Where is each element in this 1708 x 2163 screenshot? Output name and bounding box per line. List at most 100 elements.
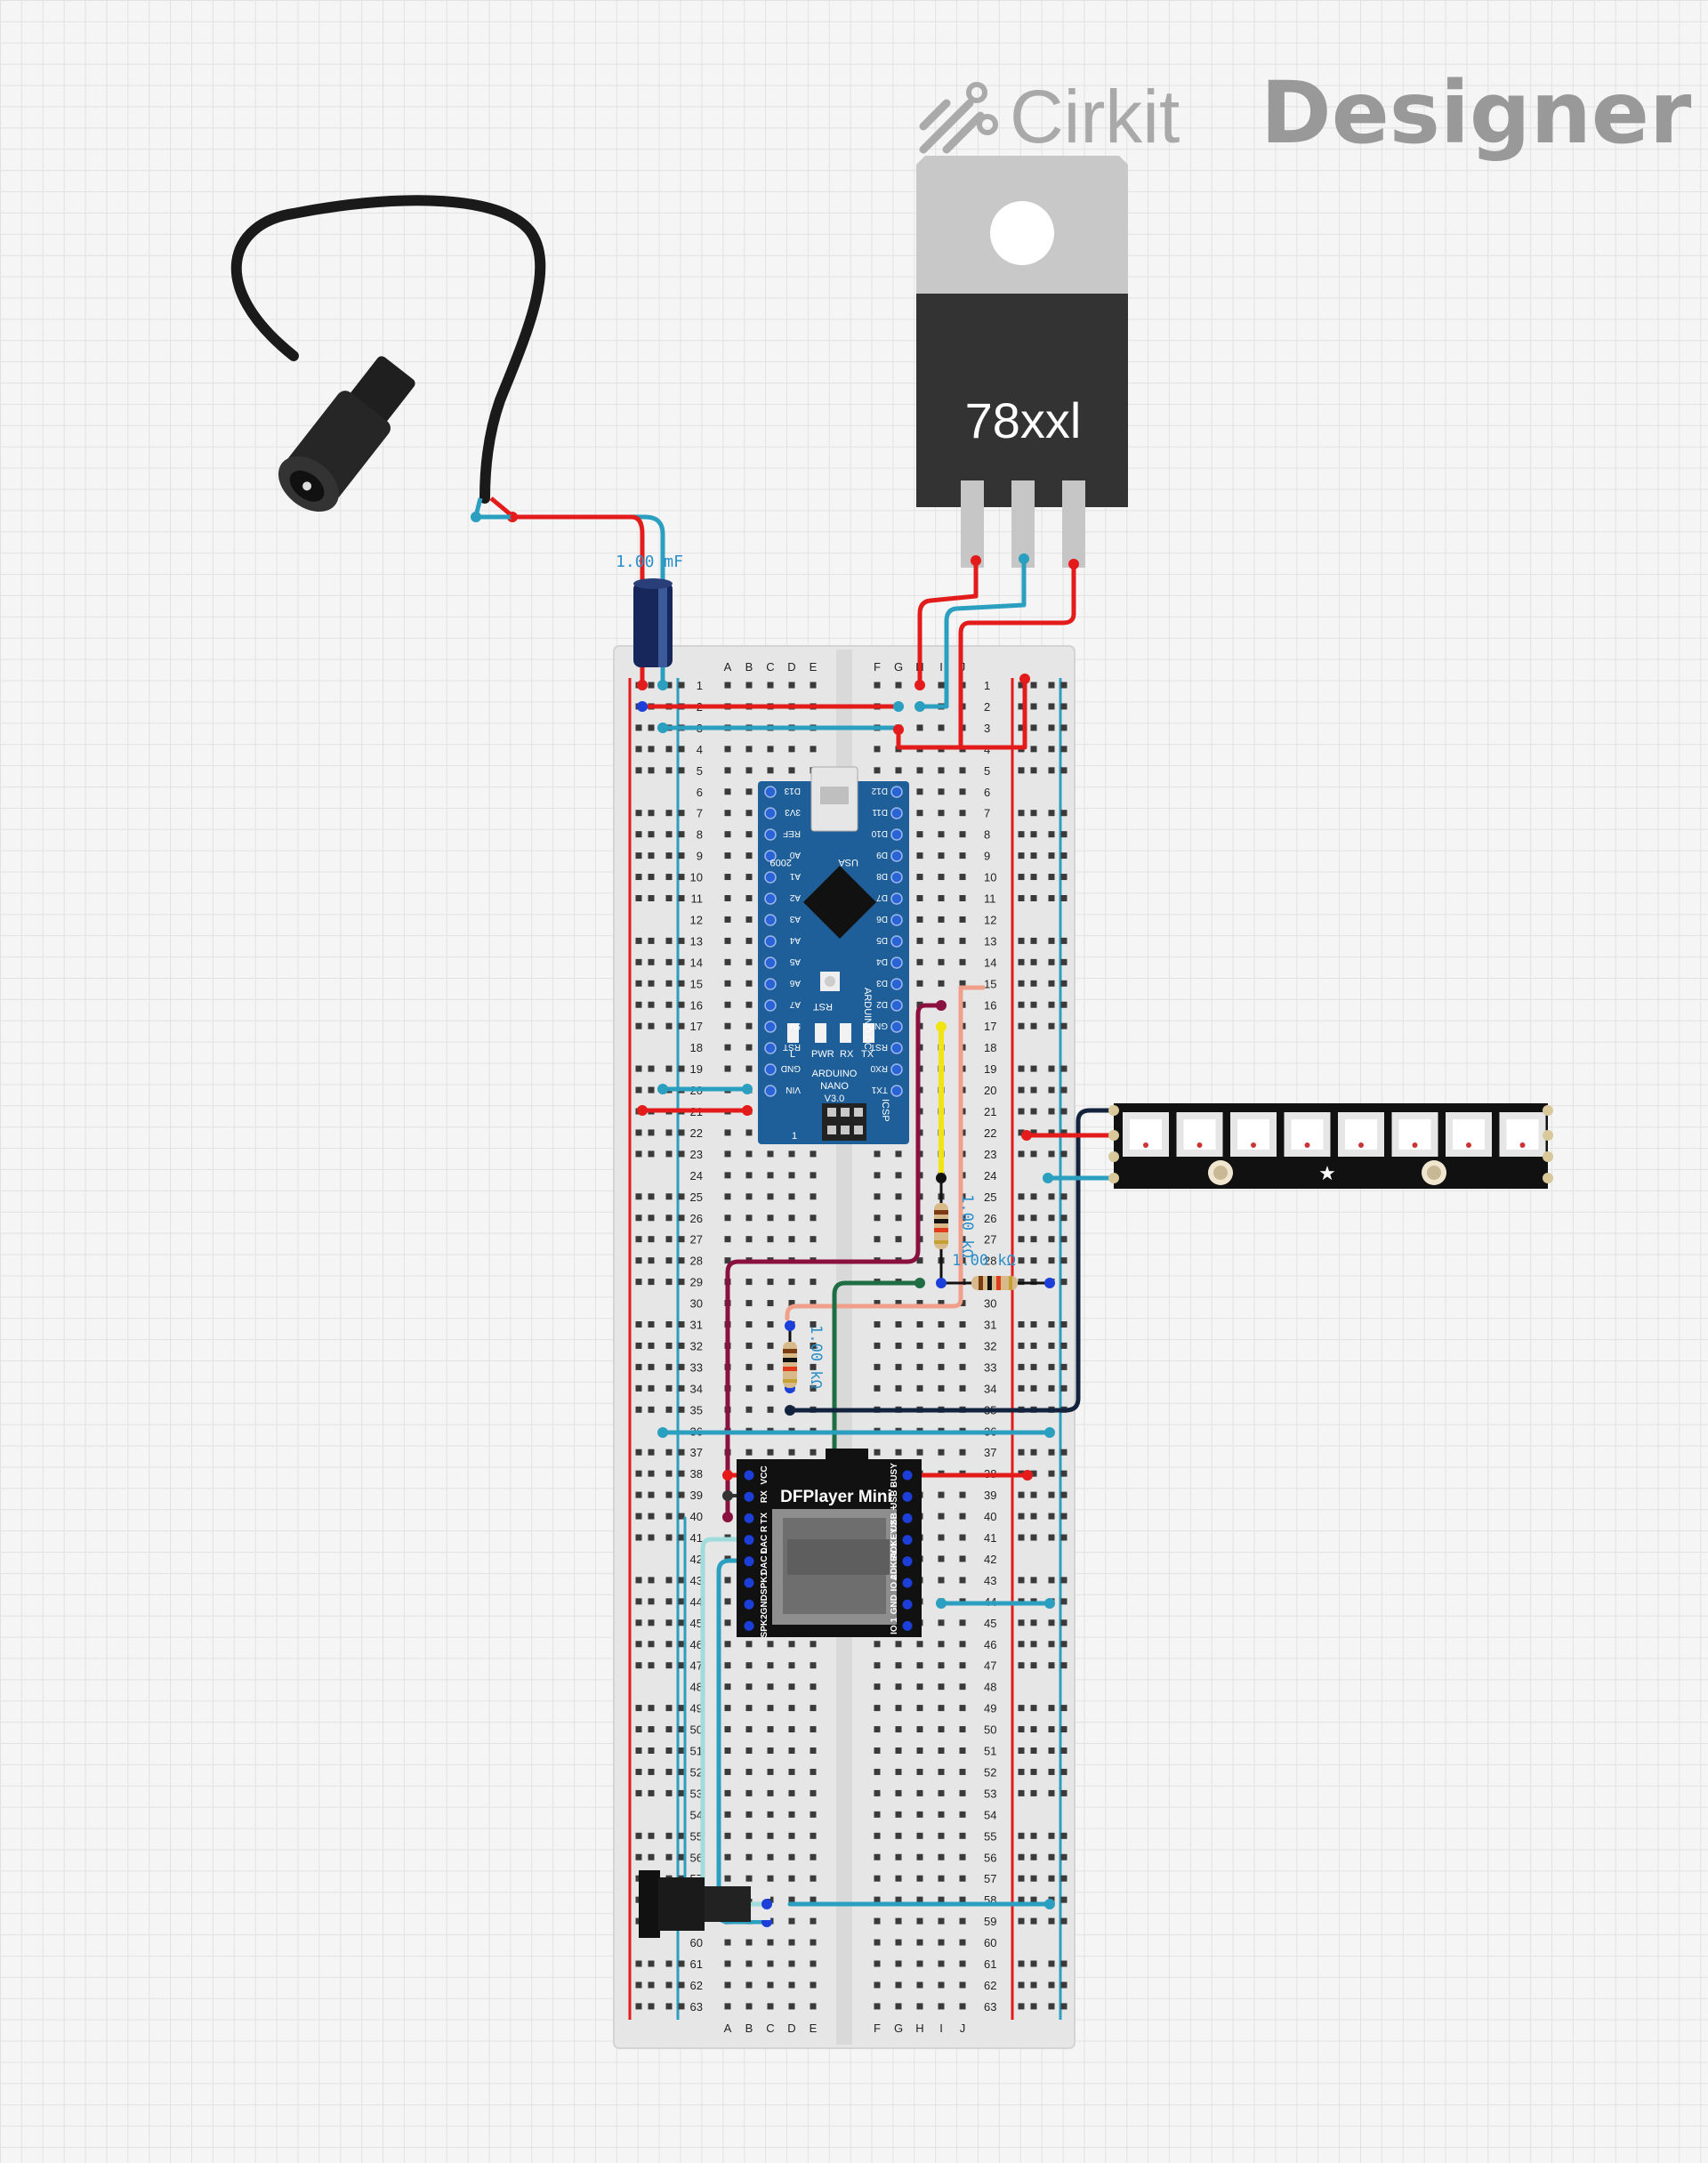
bb-hole bbox=[724, 1853, 731, 1860]
bb-hole bbox=[874, 1768, 881, 1775]
bb-hole bbox=[895, 1384, 902, 1392]
rail-hole bbox=[678, 1853, 685, 1860]
rail-hole bbox=[1060, 2003, 1068, 2010]
bb-hole bbox=[938, 1555, 945, 1562]
bb-hole bbox=[724, 1789, 731, 1796]
bb-hole bbox=[724, 1747, 731, 1754]
bb-row-label-left: 35 bbox=[690, 1403, 703, 1416]
rail-hole bbox=[635, 1363, 642, 1370]
bb-hole bbox=[959, 1705, 966, 1712]
arduino-pin-label: A5 bbox=[789, 956, 801, 966]
bb-hole bbox=[745, 1406, 753, 1413]
rail-hole bbox=[635, 1577, 642, 1584]
arduino-pin-label: VIN bbox=[786, 1085, 801, 1094]
rail-hole bbox=[635, 1384, 642, 1392]
bb-row-label-right: 6 bbox=[984, 786, 990, 799]
rail-hole bbox=[1060, 852, 1068, 860]
bb-hole bbox=[895, 1193, 902, 1200]
bb-hole bbox=[959, 895, 966, 901]
bb-hole bbox=[895, 1747, 902, 1754]
rail-hole bbox=[1048, 1321, 1055, 1328]
dfplayer-pin-label: BUSY bbox=[890, 1463, 899, 1488]
bb-hole bbox=[916, 810, 923, 817]
bb-hole bbox=[724, 1172, 731, 1179]
bb-hole bbox=[959, 1896, 966, 1903]
bb-hole bbox=[938, 1832, 945, 1839]
bb-hole bbox=[938, 1513, 945, 1520]
bb-row-label-right: 16 bbox=[984, 998, 996, 1012]
rail-hole bbox=[1030, 1150, 1037, 1158]
rail-hole bbox=[665, 1789, 673, 1796]
bb-row-label-left: 26 bbox=[690, 1212, 703, 1225]
rail-hole bbox=[635, 746, 642, 753]
bb-hole bbox=[874, 767, 881, 774]
rail-hole bbox=[678, 1129, 685, 1136]
bb-row-label-right: 40 bbox=[984, 1510, 996, 1523]
rail-hole bbox=[1018, 1215, 1025, 1222]
arduino-pin-label: A1 bbox=[789, 871, 801, 881]
bb-hole bbox=[916, 1853, 923, 1860]
dfplayer-pin bbox=[744, 1556, 754, 1567]
rail-hole bbox=[1030, 1363, 1037, 1370]
bb-row-label-right: 33 bbox=[984, 1360, 996, 1374]
bb-hole bbox=[959, 788, 966, 795]
bb-row-label-left: 29 bbox=[690, 1276, 703, 1289]
dfplayer-pin bbox=[744, 1578, 754, 1588]
rail-hole bbox=[1018, 958, 1025, 965]
bb-row-label-right: 45 bbox=[984, 1617, 996, 1630]
rail-hole bbox=[665, 1534, 673, 1541]
arduino-pin bbox=[764, 807, 777, 819]
arduino-rst: RST bbox=[813, 1001, 833, 1012]
bb-col-label: B bbox=[745, 660, 753, 674]
bb-row-label-right: 63 bbox=[984, 2000, 996, 2014]
rail-hole bbox=[1030, 1960, 1037, 1967]
bb-hole bbox=[895, 1875, 902, 1882]
dfplayer-pin bbox=[902, 1470, 913, 1481]
dfplayer-pin-label: ADKEY 1 bbox=[890, 1542, 899, 1581]
bb-hole bbox=[810, 1683, 817, 1691]
rail-hole bbox=[1030, 1491, 1037, 1498]
bb-row-label-left: 16 bbox=[690, 998, 703, 1012]
bb-row-label-right: 34 bbox=[984, 1382, 996, 1395]
rail-hole bbox=[1018, 1747, 1025, 1754]
bb-row-label-right: 43 bbox=[984, 1574, 996, 1587]
rail-hole bbox=[678, 2003, 685, 2010]
bb-hole bbox=[895, 1172, 902, 1179]
rail-hole bbox=[678, 682, 685, 689]
rail-hole bbox=[1048, 1108, 1055, 1115]
wire-endpoints bbox=[637, 674, 1055, 1927]
resistor-r1-value: 1.00 kΩ bbox=[958, 1194, 976, 1258]
bb-hole bbox=[874, 1705, 881, 1712]
rail-hole bbox=[1018, 1193, 1025, 1200]
rail-hole bbox=[635, 874, 642, 881]
bb-hole bbox=[874, 1960, 881, 1967]
rail-hole bbox=[665, 1981, 673, 1989]
bb-hole bbox=[895, 682, 902, 689]
rail-hole bbox=[1030, 810, 1037, 817]
bb-hole bbox=[767, 1300, 774, 1307]
rail-hole bbox=[648, 682, 655, 689]
rail-hole bbox=[665, 852, 673, 860]
bb-hole bbox=[916, 1939, 923, 1946]
arduino-pin bbox=[890, 828, 903, 841]
bb-hole bbox=[916, 1789, 923, 1796]
rail-hole bbox=[648, 1406, 655, 1413]
bb-hole bbox=[810, 1193, 817, 1200]
rail-hole bbox=[1018, 1577, 1025, 1584]
bb-hole bbox=[916, 1960, 923, 1967]
rail-hole bbox=[1048, 1470, 1055, 1477]
rail-hole bbox=[648, 1513, 655, 1520]
bb-hole bbox=[895, 767, 902, 774]
bb-hole bbox=[916, 788, 923, 795]
rail-hole bbox=[648, 810, 655, 817]
rail-hole bbox=[1030, 1022, 1037, 1029]
rail-hole bbox=[678, 1257, 685, 1264]
rail-hole bbox=[678, 874, 685, 881]
bb-hole bbox=[874, 1726, 881, 1733]
bb-hole bbox=[767, 1279, 774, 1286]
rail-hole bbox=[648, 1853, 655, 1860]
arduino-pin bbox=[764, 892, 777, 905]
bb-col-label: A bbox=[724, 2022, 732, 2035]
bb-hole bbox=[745, 1279, 753, 1286]
rail-hole bbox=[1048, 852, 1055, 860]
